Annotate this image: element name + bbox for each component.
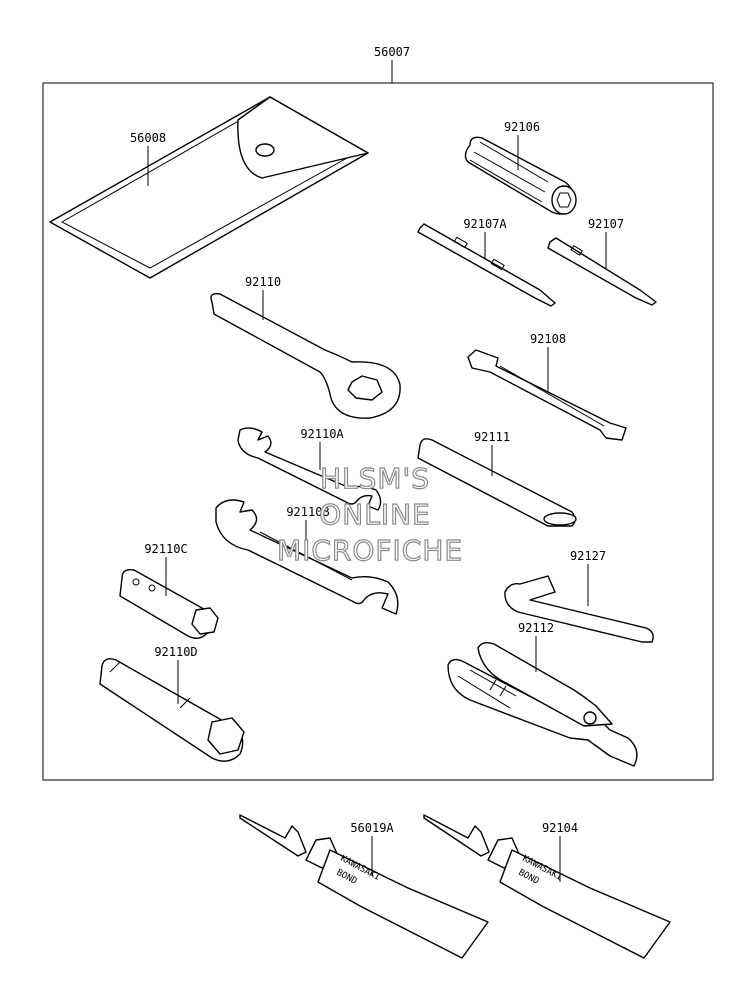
tool-kit-frame — [42, 82, 714, 781]
extension-bar-92111-drawing — [417, 438, 577, 527]
label-92110D: 92110D — [154, 645, 197, 659]
label-92107: 92107 — [588, 217, 624, 231]
label-92108: 92108 — [530, 332, 566, 346]
watermark-line-1: HLSM'S — [320, 462, 430, 495]
box-spanner-92110C-drawing — [119, 568, 219, 639]
bit-92107A-drawing — [417, 223, 556, 307]
hex-key-92127-drawing — [504, 575, 654, 643]
label-56019A: 56019A — [350, 821, 394, 835]
bond-tube-56019A-drawing: KAWASAKI BOND — [239, 814, 489, 959]
label-92110A: 92110A — [300, 427, 344, 441]
label-92127: 92127 — [570, 549, 606, 563]
label-92104: 92104 — [542, 821, 578, 835]
label-92110B: 92110B — [286, 505, 329, 519]
plug-spanner-92110D-drawing — [99, 658, 245, 762]
label-92110: 92110 — [245, 275, 281, 289]
driver-handle-drawing — [464, 136, 577, 215]
label-92111: 92111 — [474, 430, 510, 444]
open-wrench-92110B-drawing — [215, 499, 399, 615]
watermark-line-2: ONLINE — [319, 498, 430, 531]
bit-92107-drawing — [547, 237, 657, 306]
label-56008: 56008 — [130, 131, 166, 145]
label-92107A: 92107A — [463, 217, 507, 231]
flat-tool-92108-drawing — [467, 349, 627, 441]
label-92112: 92112 — [518, 621, 554, 635]
open-wrench-92110A-drawing — [237, 427, 382, 511]
watermark-line-3: MICROFICHE — [277, 534, 463, 567]
watermark: HLSM'S ONLINE MICROFICHE — [276, 461, 463, 567]
box-wrench-92110-drawing — [210, 292, 401, 419]
pliers-92112-drawing — [447, 641, 638, 767]
assembly-label: 56007 — [374, 45, 410, 59]
tool-bag-drawing — [49, 96, 369, 279]
label-92110C: 92110C — [144, 542, 187, 556]
label-92106: 92106 — [504, 120, 540, 134]
